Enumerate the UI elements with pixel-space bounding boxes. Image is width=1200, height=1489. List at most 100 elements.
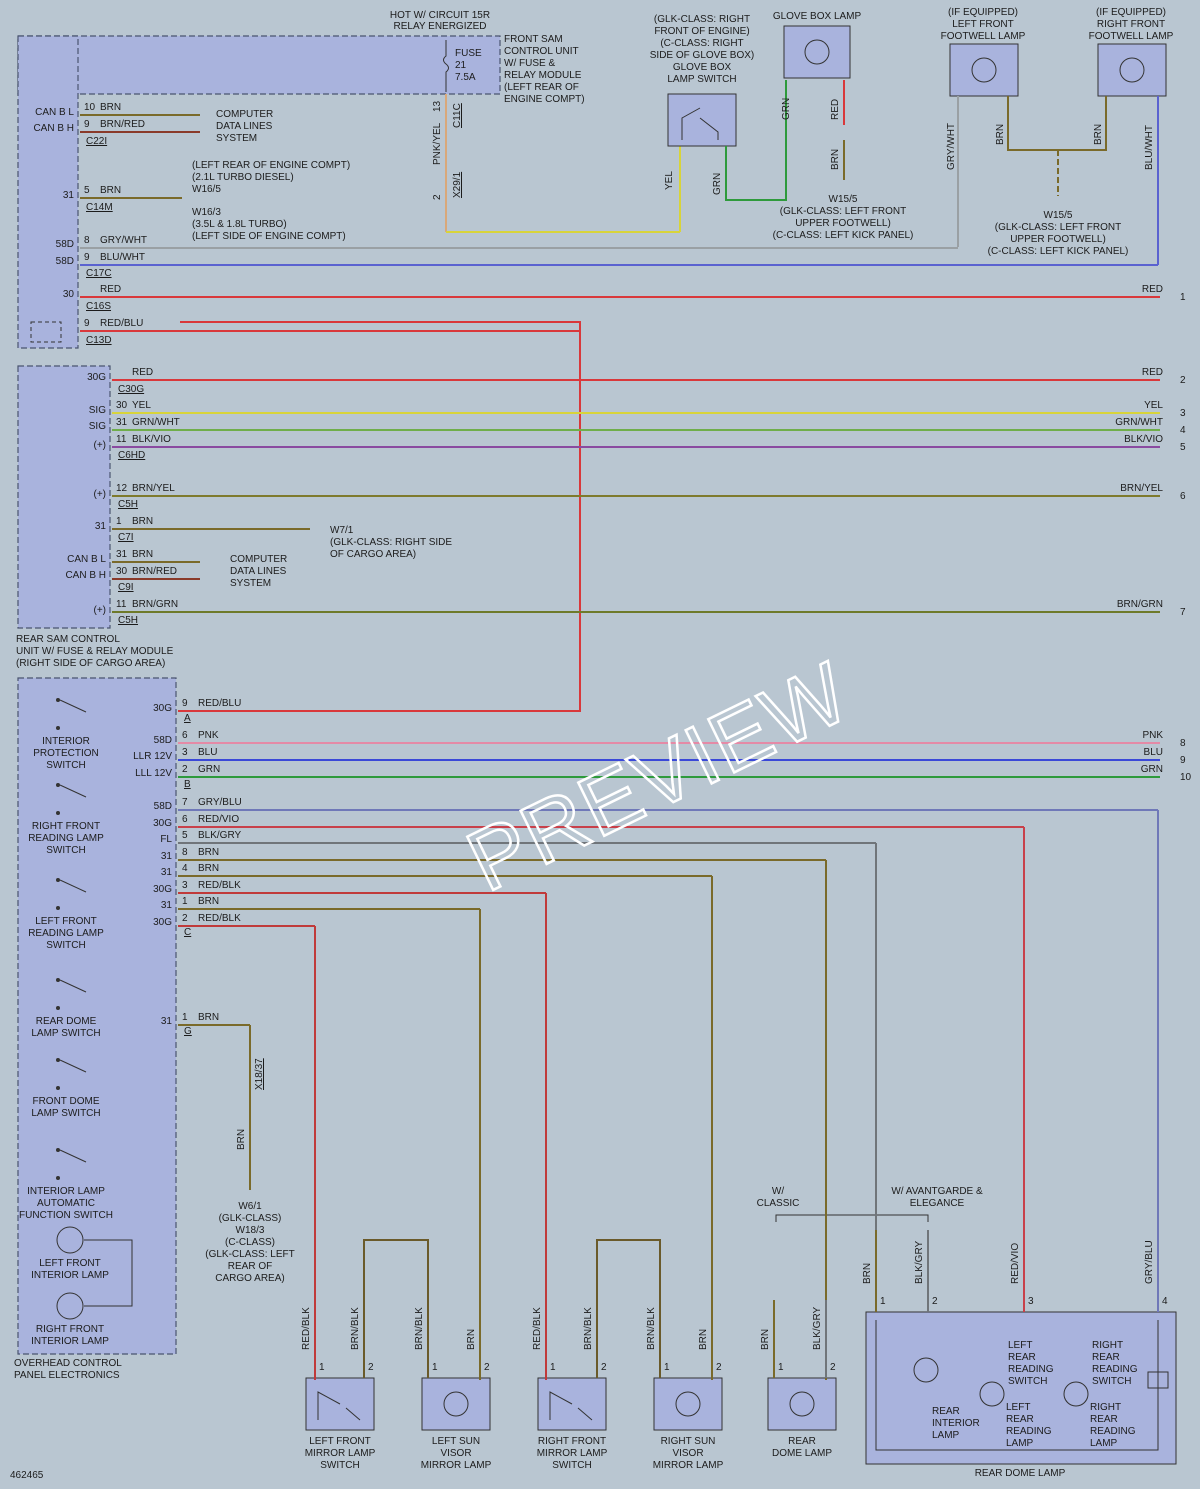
right-footwell-bulb bbox=[1119, 57, 1145, 83]
switch-label: READING LAMP bbox=[28, 833, 104, 844]
rear-sam-box bbox=[17, 365, 111, 629]
switch-contact bbox=[56, 698, 60, 702]
pin-function-label: CAN B L bbox=[35, 107, 74, 118]
pin-function-label: 58D bbox=[56, 239, 74, 250]
bottom-component-label: LEFT FRONT bbox=[309, 1436, 370, 1447]
dome-part-label: READING bbox=[1008, 1364, 1054, 1375]
switch-blade bbox=[59, 784, 87, 798]
header-hot: HOT W/ CIRCUIT 15R bbox=[390, 10, 490, 21]
pin-function-label: 30G bbox=[153, 703, 172, 714]
wire-color-label: PNK bbox=[198, 730, 219, 741]
svg-text:(3.5L & 1.8L TURBO): (3.5L & 1.8L TURBO) bbox=[192, 219, 287, 230]
bottom-pin-number: 2 bbox=[368, 1362, 374, 1373]
mirror-lamp-bulb bbox=[675, 1391, 701, 1417]
connector-letter: B bbox=[184, 779, 191, 790]
wire-pin: 4 bbox=[182, 863, 188, 874]
bottom-component-label: VISOR bbox=[440, 1448, 471, 1459]
lbl-x18-37: X18/37 bbox=[254, 1058, 265, 1090]
front-sam-top-box bbox=[17, 35, 501, 95]
dome-part-label: INTERIOR bbox=[932, 1418, 980, 1429]
switch-blade bbox=[59, 979, 87, 993]
switch-label: INTERIOR bbox=[42, 736, 90, 747]
lbl-c11c: C11C bbox=[452, 103, 463, 128]
dome-pin-number: 4 bbox=[1162, 1296, 1168, 1307]
wire-pin: 5 bbox=[182, 830, 188, 841]
pin-function-label: 31 bbox=[63, 190, 75, 201]
svg-text:LAMP SWITCH: LAMP SWITCH bbox=[667, 74, 736, 85]
rear-sam-computer: COMPUTER DATA LINES SYSTEM bbox=[230, 554, 287, 589]
mirror-switch-symbol bbox=[317, 1391, 361, 1421]
dome-part-label: RIGHT bbox=[1092, 1340, 1123, 1351]
bottom-component-box bbox=[653, 1377, 723, 1431]
glove-switch-note: (GLK-CLASS: RIGHT FRONT OF ENGINE) (C-CL… bbox=[650, 14, 754, 85]
svg-text:(2.1L TURBO DIESEL): (2.1L TURBO DIESEL) bbox=[192, 172, 294, 183]
pin-function-label: LLL 12V bbox=[135, 768, 172, 779]
front-sam-computer: COMPUTER DATA LINES SYSTEM bbox=[216, 109, 273, 144]
switch-contact bbox=[56, 878, 60, 882]
wire-color-label: GRN bbox=[198, 764, 220, 775]
svg-text:21: 21 bbox=[455, 60, 467, 71]
dome-bulb bbox=[1063, 1381, 1089, 1407]
wire-color-label: BRN bbox=[198, 1012, 219, 1023]
w-classic: W/ CLASSIC bbox=[757, 1186, 800, 1209]
mirror-switch-symbol bbox=[549, 1391, 593, 1421]
glove-lamp-title: GLOVE BOX LAMP bbox=[773, 11, 862, 22]
pin-function-label: (+) bbox=[94, 605, 107, 616]
switch-contact bbox=[56, 811, 60, 815]
bottom-wire-label: BRN bbox=[698, 1329, 709, 1350]
interior-lamp-label: INTERIOR LAMP bbox=[31, 1270, 109, 1281]
bottom-component-box bbox=[421, 1377, 491, 1431]
svg-text:(IF EQUIPPED): (IF EQUIPPED) bbox=[1096, 7, 1166, 18]
conn-c5h-2: C5H bbox=[118, 615, 138, 626]
switch-label: READING LAMP bbox=[28, 928, 104, 939]
svg-text:(GLK-CLASS: LEFT FRONT: (GLK-CLASS: LEFT FRONT bbox=[780, 206, 907, 217]
wire-pin: 2 bbox=[182, 913, 188, 924]
wire-color-label: BRN bbox=[132, 516, 153, 527]
svg-text:ENGINE COMPT): ENGINE COMPT) bbox=[504, 94, 585, 105]
bottom-wire-label: BLK/GRY bbox=[812, 1307, 823, 1350]
wire-color-label: BLU/WHT bbox=[100, 252, 145, 263]
bottom-component-label: RIGHT FRONT bbox=[538, 1436, 606, 1447]
wire-right-label: RED bbox=[1142, 284, 1163, 295]
bottom-component-label: MIRROR LAMP bbox=[305, 1448, 376, 1459]
lbl-fw-brn1: BRN bbox=[995, 124, 1006, 145]
svg-text:CLASSIC: CLASSIC bbox=[757, 1198, 800, 1209]
wire-pin: 2 bbox=[182, 764, 188, 775]
switch-label: RIGHT FRONT bbox=[32, 821, 100, 832]
bottom-pin-number: 1 bbox=[550, 1362, 556, 1373]
wire-pin: 30 bbox=[116, 400, 128, 411]
bottom-component-label: SWITCH bbox=[552, 1460, 591, 1471]
svg-text:(C-CLASS: LEFT KICK PANEL): (C-CLASS: LEFT KICK PANEL) bbox=[988, 246, 1129, 257]
wire-color-label: BRN/YEL bbox=[132, 483, 175, 494]
wire-pin: 6 bbox=[182, 730, 188, 741]
switch-label: FUNCTION SWITCH bbox=[19, 1210, 113, 1221]
bottom-wire-label: RED/BLK bbox=[532, 1307, 543, 1350]
wire-pin: 3 bbox=[182, 747, 188, 758]
wire-color-label: RED bbox=[132, 367, 153, 378]
wire-color-label: BRN bbox=[100, 185, 121, 196]
wire-ref-number: 8 bbox=[1180, 738, 1186, 749]
conn-c22i: C22I bbox=[86, 136, 107, 147]
wire-ref-number: 4 bbox=[1180, 425, 1186, 436]
wire-ref-number: 6 bbox=[1180, 491, 1186, 502]
wire-ref-number: 10 bbox=[1180, 772, 1192, 783]
wire-color-label: GRY/WHT bbox=[100, 235, 147, 246]
bottom-pin-number: 1 bbox=[664, 1362, 670, 1373]
rear-dome-title: REAR DOME LAMP bbox=[975, 1468, 1066, 1479]
switch-label: SWITCH bbox=[46, 940, 85, 951]
svg-text:W15/5: W15/5 bbox=[829, 194, 858, 205]
wire-pin: 8 bbox=[84, 235, 90, 246]
lbl-yel-glove: YEL bbox=[664, 171, 675, 190]
lbl-red-lamp: RED bbox=[830, 99, 841, 120]
pin-function-label: 30 bbox=[63, 289, 75, 300]
dome-bulb bbox=[979, 1381, 1005, 1407]
svg-text:(LEFT REAR OF ENGINE COMPT): (LEFT REAR OF ENGINE COMPT) bbox=[192, 160, 350, 171]
svg-text:W7/1: W7/1 bbox=[330, 525, 354, 536]
svg-text:(GLK-CLASS): (GLK-CLASS) bbox=[219, 1213, 282, 1224]
wire-pin: 12 bbox=[116, 483, 128, 494]
pin-function-label: 58D bbox=[56, 256, 74, 267]
bottom-component-label: VISOR bbox=[672, 1448, 703, 1459]
switch-contact bbox=[56, 1058, 60, 1062]
svg-text:FRONT OF ENGINE): FRONT OF ENGINE) bbox=[654, 26, 749, 37]
